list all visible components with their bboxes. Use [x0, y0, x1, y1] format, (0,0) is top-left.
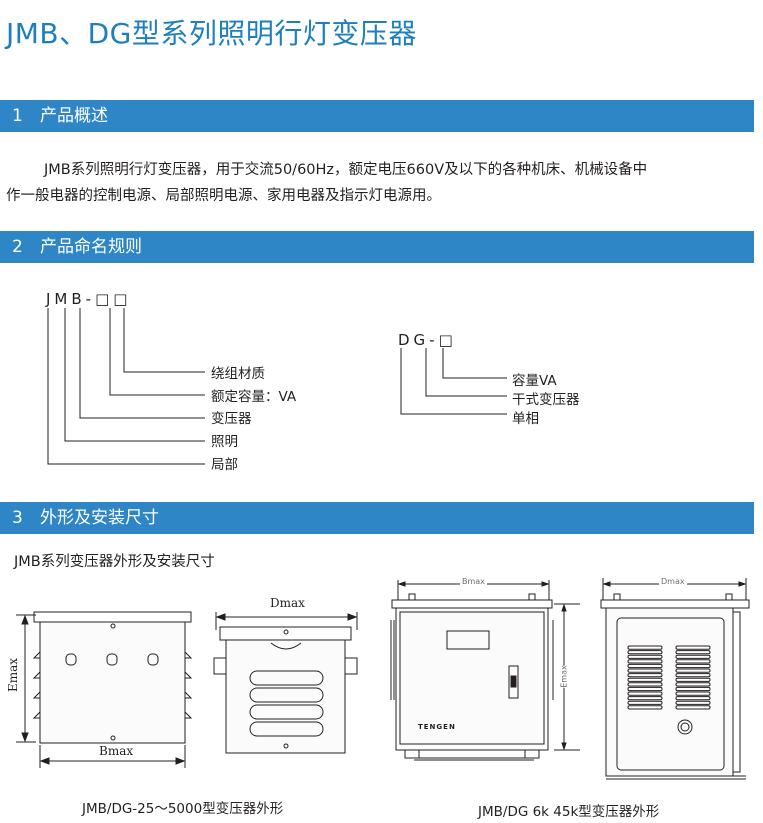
louver-slot	[675, 691, 711, 696]
section-number: 2	[12, 237, 23, 257]
louver-slot	[627, 705, 663, 710]
louver-slot	[675, 663, 711, 669]
louver-slot	[675, 700, 711, 705]
louver-slot	[675, 668, 711, 673]
jmb-label-transformer: 变压器	[211, 411, 252, 427]
emax-label-left: Emax	[6, 657, 21, 693]
louver-slot	[675, 650, 711, 655]
louver-slot	[675, 696, 711, 701]
jmb-label-winding: 绕组材质	[211, 366, 265, 382]
dg-label-capacity: 容量VA	[512, 373, 557, 389]
dmax-label-right: Dmax	[659, 577, 687, 586]
section-label: 外形及安装尺寸	[40, 508, 159, 528]
dg-model-code: DG-□	[398, 331, 457, 349]
bmax-label-left: Bmax	[99, 744, 134, 758]
caption-small-models: JMB/DG-25～5000型变压器外形	[82, 801, 284, 817]
emax-label-right: Emax	[559, 665, 569, 688]
caption-large-models: JMB/DG 6k 45k型变压器外形	[478, 804, 660, 820]
section-label: 产品概述	[40, 106, 108, 126]
louver-slot	[627, 659, 663, 664]
bmax-label-right: Bmax	[460, 577, 487, 586]
section-number: 3	[12, 508, 23, 528]
overview-line-1: JMB系列照明行灯变压器，用于交流50/60Hz，额定电压660V及以下的各种机…	[44, 162, 648, 178]
louver-slot	[675, 705, 711, 710]
louver-slot	[675, 686, 711, 692]
louver-slot	[627, 700, 663, 705]
louver-slot	[627, 654, 663, 659]
louver-slot	[675, 677, 711, 682]
louver-slot	[627, 673, 663, 678]
overview-line-2: 作一般电器的控制电源、局部照明电源、家用电器及指示灯电源用。	[6, 188, 441, 204]
louver-slot	[627, 686, 663, 692]
louver-slot	[675, 673, 711, 678]
louver-slot	[627, 645, 663, 650]
section-bar-dimensions: 3 外形及安装尺寸	[0, 502, 754, 534]
dimensions-subtitle: JMB系列变压器外形及安装尺寸	[14, 554, 215, 570]
jmb-label-lighting: 照明	[211, 434, 238, 450]
section-number: 1	[12, 106, 23, 126]
louver-slot	[627, 682, 663, 687]
jmb-model-code: JMB-□□	[46, 290, 132, 308]
overview-paragraph: JMB系列照明行灯变压器，用于交流50/60Hz，额定电压660V及以下的各种机…	[6, 157, 756, 209]
louver-slot	[627, 696, 663, 701]
louver-slot	[627, 677, 663, 682]
jmb-label-local: 局部	[211, 457, 238, 473]
section-label: 产品命名规则	[40, 237, 142, 257]
section-bar-naming: 2 产品命名规则	[0, 231, 754, 263]
louver-slot	[675, 682, 711, 687]
dmax-label-left: Dmax	[270, 596, 305, 610]
jmb-label-capacity: 额定容量：VA	[211, 389, 297, 405]
louver-slot	[627, 691, 663, 696]
louver-slot	[627, 663, 663, 669]
brand-logo: TENGEN	[418, 723, 456, 731]
dg-label-dry-type: 干式变压器	[512, 392, 580, 408]
louver-slot	[627, 650, 663, 655]
louver-slot	[675, 654, 711, 659]
dg-label-single-phase: 单相	[512, 411, 539, 427]
louver-slot	[675, 659, 711, 664]
louver-slot	[675, 645, 711, 650]
page-title: JMB、DG型系列照明行灯变压器	[6, 17, 417, 50]
section-bar-overview: 1 产品概述	[0, 100, 754, 132]
louver-slot	[627, 668, 663, 673]
